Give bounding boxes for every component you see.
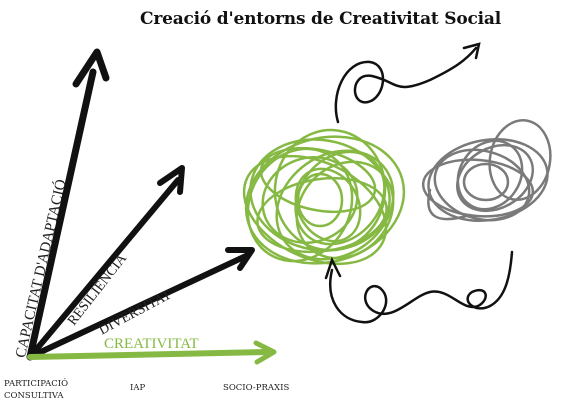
page-title: Creació d'entorns de Creativitat Social [140,9,501,29]
label-socio-praxis: SOCIO-PRAXIS [223,383,290,393]
arrow-capacitat [26,48,110,361]
arrow-creativitat [27,340,277,365]
arrow-resiliencia [27,165,185,360]
bottom-loop-arrow [324,250,514,324]
arrow-diversitat [27,247,255,360]
arrow-label-creativitat: CREATIVITAT [104,336,199,352]
label-participacio: PARTICIPACIÓ CONSULTIVA [4,379,69,401]
green-scribble [242,128,406,266]
gray-scribble [421,119,552,222]
top-loop-arrow [334,42,481,124]
label-iap: IAP [130,383,146,393]
